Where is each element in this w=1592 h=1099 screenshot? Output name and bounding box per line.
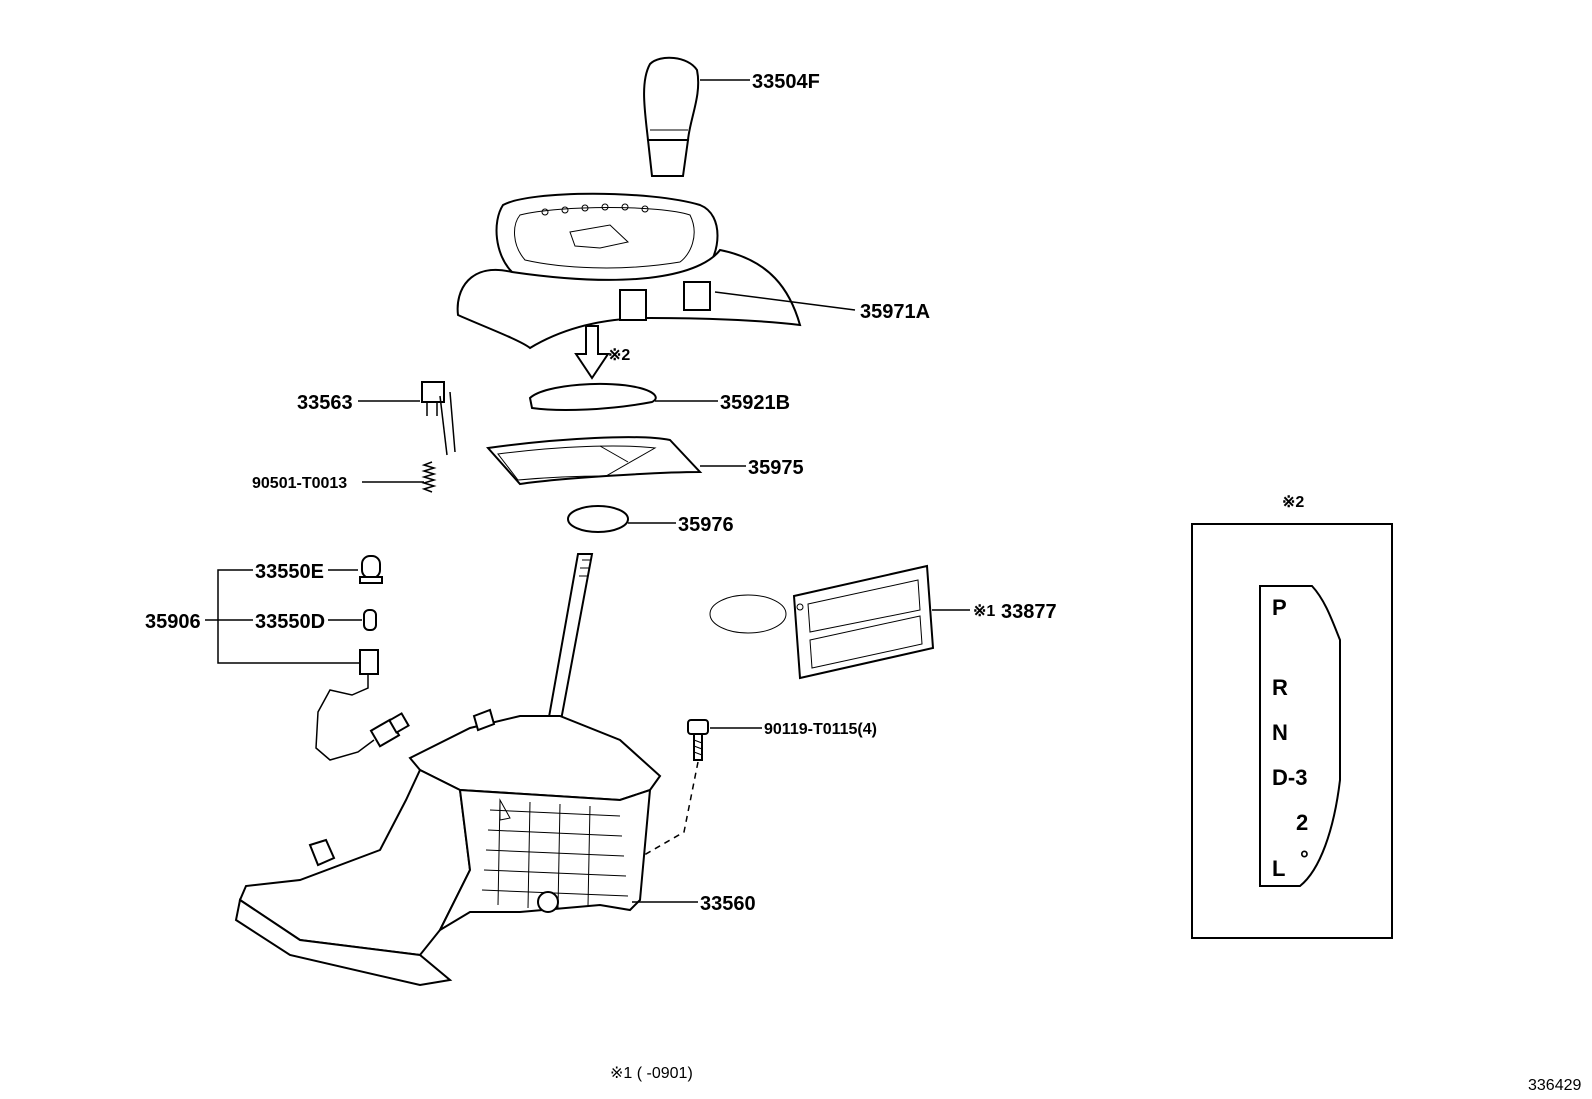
gear-d3: D-3 [1272, 765, 1307, 790]
label-35976: 35976 [678, 514, 734, 536]
label-33550D: 33550D [255, 611, 325, 633]
footnote: ※1 ( -0901) [610, 1065, 693, 1082]
indicator-outline [1259, 585, 1341, 887]
position-label [709, 564, 935, 680]
leader-35971A [714, 291, 856, 311]
position-slide [486, 436, 703, 486]
label-90501: 90501-T0013 [252, 475, 347, 492]
bulb-E [359, 555, 383, 584]
note1-mark: ※1 [973, 603, 995, 620]
gear-n: N [1272, 720, 1288, 745]
shift-console-cover [456, 192, 802, 350]
label-33563: 33563 [297, 392, 353, 414]
shift-lever-assembly [234, 553, 662, 987]
shift-lock-switch [421, 381, 456, 456]
label-33877: 33877 [1001, 601, 1057, 623]
label-35975: 35975 [748, 457, 804, 479]
group-bracket [217, 569, 360, 664]
bulb-D [363, 609, 377, 631]
shift-knob [643, 56, 700, 177]
gear-dot: ° [1300, 846, 1309, 871]
screw-guide-dash [631, 761, 699, 863]
screw [687, 719, 709, 761]
gear-2: 2 [1296, 810, 1308, 835]
label-90119: 90119-T0115(4) [764, 721, 877, 738]
down-arrow-icon [574, 325, 610, 380]
label-33550E: 33550E [255, 561, 324, 583]
drawing-number: 336429 [1528, 1077, 1581, 1094]
gear-l: L [1272, 856, 1285, 881]
gear-p: P [1272, 595, 1287, 620]
indicator-plate [528, 382, 657, 411]
bulb-socket-harness [315, 649, 410, 761]
spring [421, 461, 437, 493]
gear-r: R [1272, 675, 1288, 700]
indicator-lens [567, 505, 629, 533]
label-33504F: 33504F [752, 71, 820, 93]
label-35921B: 35921B [720, 392, 790, 414]
label-33560: 33560 [700, 893, 756, 915]
note2-mark: ※2 [608, 347, 630, 364]
label-35971A: 35971A [860, 301, 930, 323]
detail-box-title: ※2 [1282, 494, 1304, 511]
label-35906: 35906 [145, 611, 201, 633]
